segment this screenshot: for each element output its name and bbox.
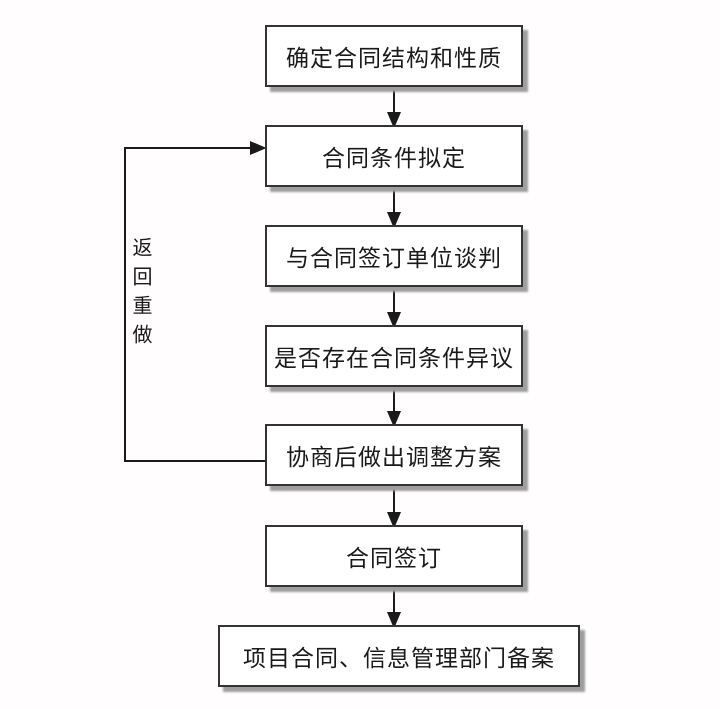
node-draft-conditions: 合同条件拟定 (265, 125, 523, 187)
node-adjustment-plan: 协商后做出调整方案 (265, 424, 523, 486)
node-filing: 项目合同、信息管理部门备案 (218, 625, 580, 687)
arrow-adjustment-to-signing (386, 486, 402, 529)
arrow-draft-to-negotiate (386, 187, 402, 229)
node-negotiate: 与合同签订单位谈判 (265, 225, 523, 287)
node-label: 是否存在合同条件异议 (274, 346, 514, 371)
node-label: 项目合同、信息管理部门备案 (243, 646, 555, 671)
arrow-objection-to-adjustment (386, 387, 402, 428)
arrow-signing-to-filing (386, 587, 402, 629)
node-label: 与合同签订单位谈判 (286, 246, 502, 271)
node-label: 合同签订 (346, 546, 442, 571)
loop-back-label: 返回重做 (129, 237, 151, 353)
node-determine-structure: 确定合同结构和性质 (265, 25, 523, 87)
arrow-determine-to-draft (386, 87, 402, 129)
node-label: 协商后做出调整方案 (286, 445, 502, 470)
node-contract-signing: 合同签订 (265, 525, 523, 587)
node-objection-check: 是否存在合同条件异议 (265, 325, 523, 387)
node-label: 合同条件拟定 (322, 146, 466, 171)
node-label: 确定合同结构和性质 (286, 46, 502, 71)
arrow-negotiate-to-objection (386, 287, 402, 329)
